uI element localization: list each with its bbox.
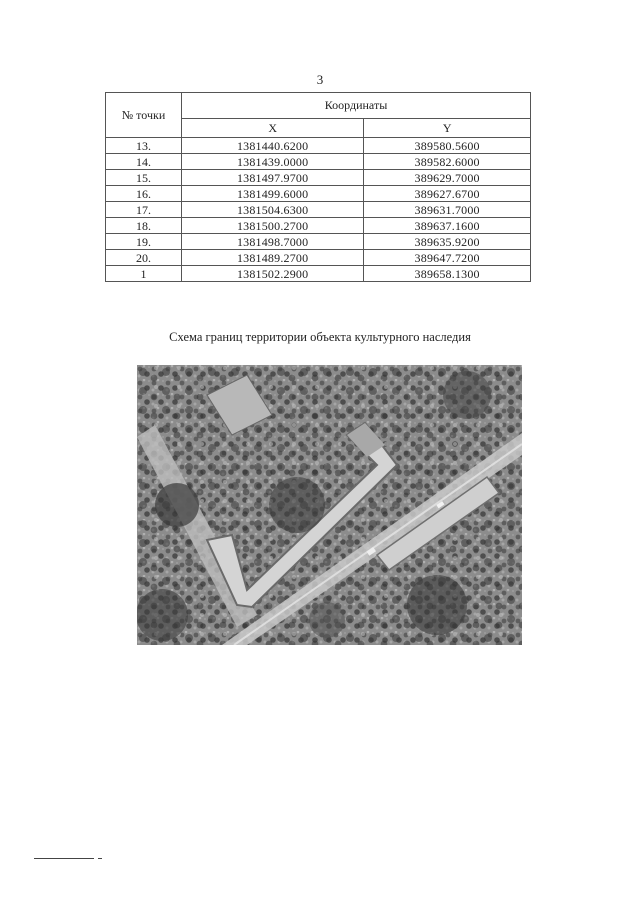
cell-x: 1381500.2700 xyxy=(180,217,365,234)
cell-x: 1381440.6200 xyxy=(180,137,365,154)
cell-y: 389637.1600 xyxy=(363,217,531,234)
table-row: 19. 1381498.7000 389635.9200 xyxy=(105,233,531,250)
cell-x: 1381497.9700 xyxy=(180,169,365,186)
header-x: X xyxy=(180,117,365,139)
cell-x: 1381489.2700 xyxy=(180,249,365,266)
footer-divider xyxy=(34,858,94,859)
table-row: 14. 1381439.0000 389582.6000 xyxy=(105,153,531,170)
scheme-caption: Схема границ территории объекта культурн… xyxy=(169,330,471,344)
cell-point-number: 16. xyxy=(105,185,182,202)
cell-y: 389582.6000 xyxy=(363,153,531,170)
page-number: 3 xyxy=(316,72,324,87)
cell-point-number: 14. xyxy=(105,153,182,170)
cell-point-number: 17. xyxy=(105,201,182,218)
aerial-photo xyxy=(137,365,522,645)
cell-y: 389635.9200 xyxy=(363,233,531,250)
cell-point-number: 1 xyxy=(105,265,182,282)
cell-y: 389580.5600 xyxy=(363,137,531,154)
cell-x: 1381499.6000 xyxy=(180,185,365,202)
cell-y: 389631.7000 xyxy=(363,201,531,218)
cell-x: 1381439.0000 xyxy=(180,153,365,170)
cell-x: 1381498.7000 xyxy=(180,233,365,250)
cell-y: 389627.6700 xyxy=(363,185,531,202)
table-row: 18. 1381500.2700 389637.1600 xyxy=(105,217,531,234)
cell-y: 389647.7200 xyxy=(363,249,531,266)
table-row: 16. 1381499.6000 389627.6700 xyxy=(105,185,531,202)
table-row: 20. 1381489.2700 389647.7200 xyxy=(105,249,531,266)
footer-mark xyxy=(98,858,102,859)
cell-x: 1381502.2900 xyxy=(180,265,365,282)
header-coordinates: Координаты xyxy=(181,92,531,119)
cell-x: 1381504.6300 xyxy=(180,201,365,218)
table-row: 15. 1381497.9700 389629.7000 xyxy=(105,169,531,186)
table-row: 1 1381502.2900 389658.1300 xyxy=(105,265,531,282)
aerial-photo-graphic xyxy=(137,365,522,645)
cell-point-number: 20. xyxy=(105,249,182,266)
header-point-number: № точки xyxy=(105,92,182,138)
coordinates-table: № точки Координаты X Y 13. 1381440.6200 … xyxy=(105,92,531,282)
table-row: 13. 1381440.6200 389580.5600 xyxy=(105,137,531,154)
header-y: Y xyxy=(363,117,531,139)
cell-point-number: 18. xyxy=(105,217,182,234)
cell-y: 389658.1300 xyxy=(363,265,531,282)
table-row: 17. 1381504.6300 389631.7000 xyxy=(105,201,531,218)
cell-point-number: 15. xyxy=(105,169,182,186)
cell-point-number: 13. xyxy=(105,137,182,154)
cell-y: 389629.7000 xyxy=(363,169,531,186)
cell-point-number: 19. xyxy=(105,233,182,250)
